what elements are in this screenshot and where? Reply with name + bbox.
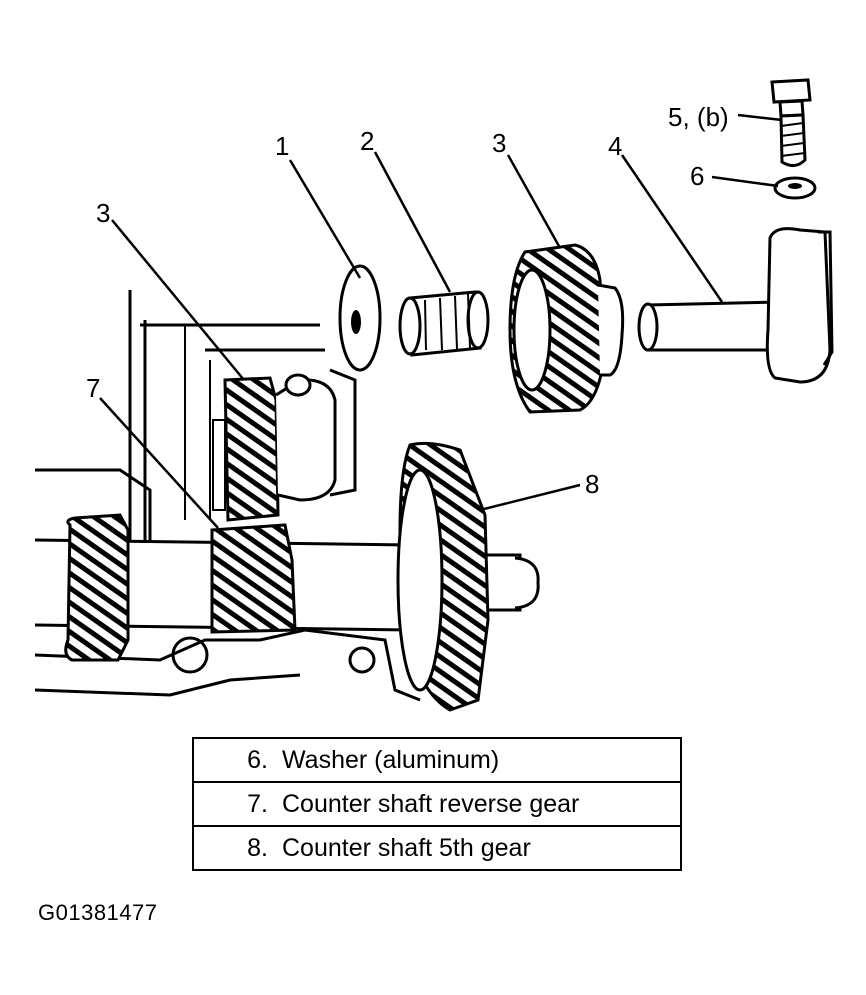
legend-row: 8. Counter shaft 5th gear [192,825,682,871]
left-shaft-gear [64,513,130,662]
exploded-gear-diagram: 1 2 3 4 5, (b) 6 3 7 8 [34,78,834,712]
counter-shaft-reverse-gear [210,523,297,634]
reverse-idler-shaft [637,227,834,384]
callout-1: 1 [275,131,289,161]
legend-number: 6. [247,745,268,774]
thrust-washer [338,264,382,372]
reverse-idler-gear-installed [212,373,337,522]
legend-row: 7. Counter shaft reverse gear [192,781,682,827]
callout-8: 8 [585,469,599,499]
callout-6: 6 [690,161,704,191]
reverse-idler-gear [508,243,625,414]
aluminum-washer [773,176,817,200]
legend-text: Counter shaft 5th gear [282,833,531,862]
leader-lines [99,113,783,529]
legend-row: 6. Washer (aluminum) [192,737,682,783]
legend-number: 8. [247,833,268,862]
callout-3-exploded: 3 [492,128,506,158]
callout-7: 7 [86,373,100,403]
needle-bearing [398,290,490,357]
bolt [770,78,812,167]
legend-text: Counter shaft reverse gear [282,789,580,818]
counter-shaft-5th-gear [396,441,490,712]
callout-4: 4 [608,131,622,161]
legend-text: Washer (aluminum) [282,745,500,774]
parts-legend-table: 6. Washer (aluminum) 7. Counter shaft reve… [192,737,682,871]
legend-number: 7. [247,789,268,818]
callout-3-installed: 3 [96,198,110,228]
callout-2: 2 [360,126,374,156]
callout-5: 5, (b) [668,102,729,132]
figure-id: G01381477 [38,900,158,925]
